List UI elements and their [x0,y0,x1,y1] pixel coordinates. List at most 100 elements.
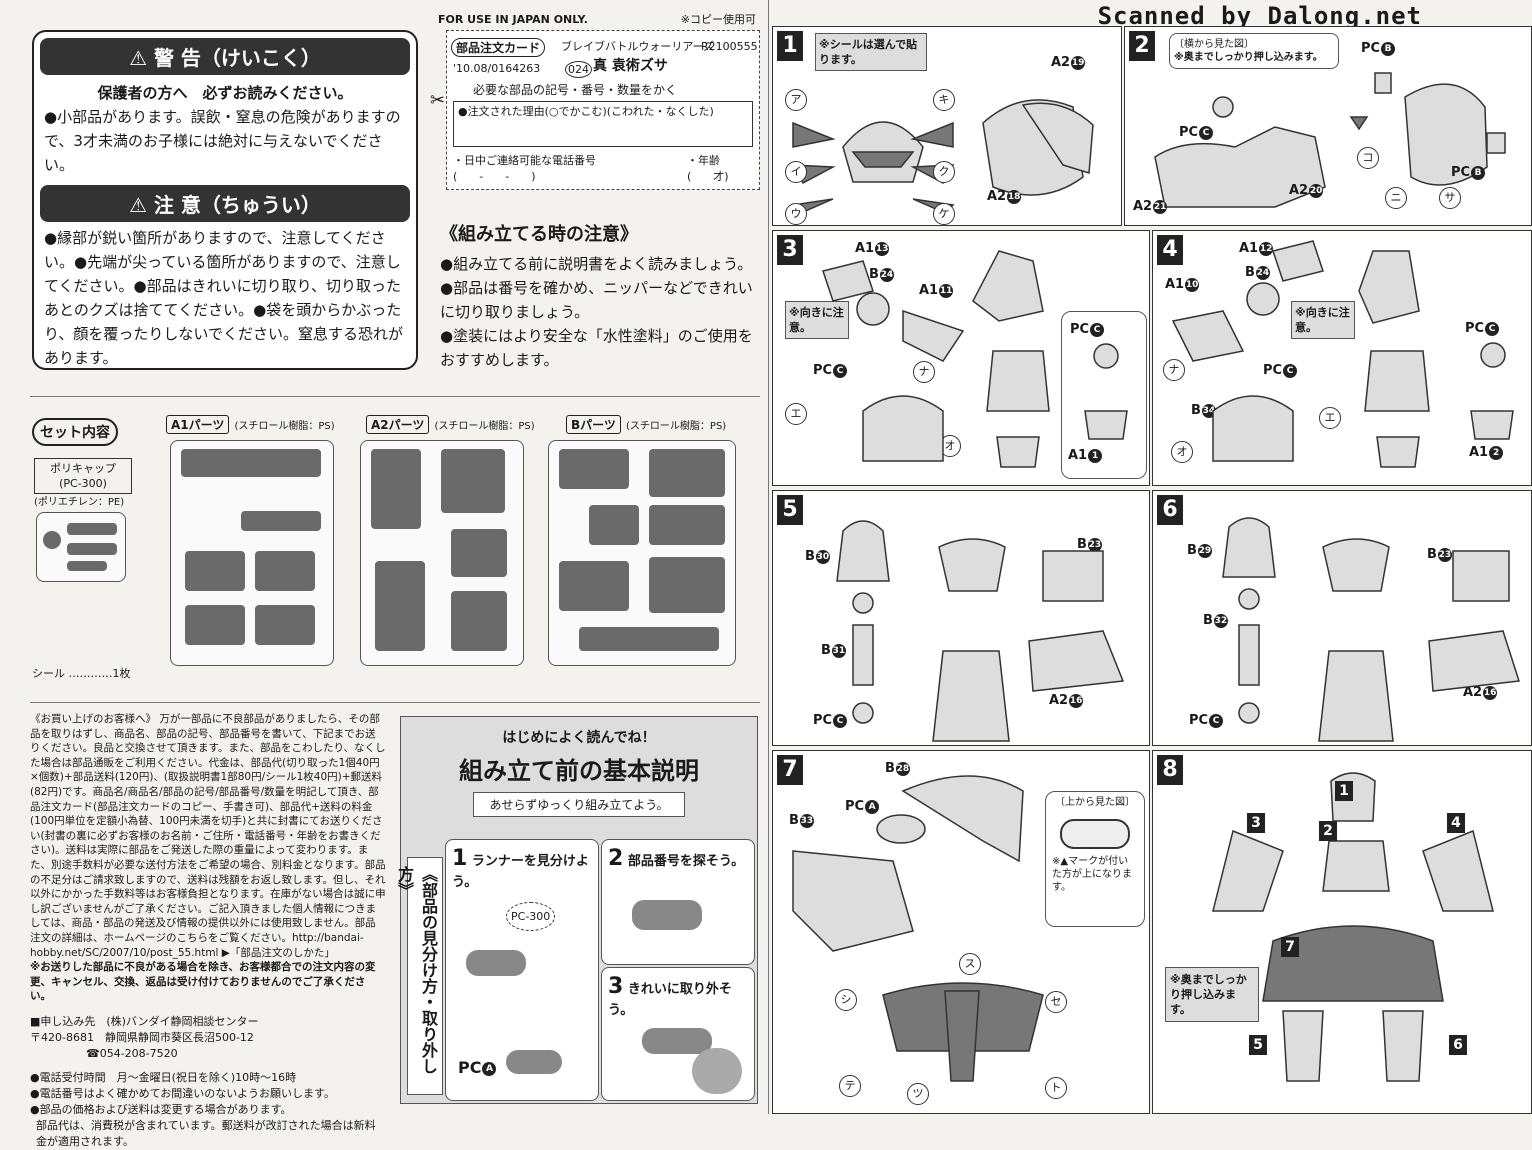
step-4-note: ※向きに注意。 [1291,301,1355,339]
b-label: Bパーツ (スチロール樹脂：PS) [566,414,726,434]
step-8-assembly [1212,772,1494,1082]
basics-pc-label: PC-300 [506,902,556,931]
basics-side: 《部品の見分け方・取り外し方》 [395,857,443,1095]
seal-shi: シ [835,989,857,1011]
assembly-notes-title: 《組み立てる時の注意》 [440,224,638,245]
step-7-body [792,775,1044,1082]
seal-u: ウ [785,203,807,225]
step-8-marker-7: 7 [1281,937,1299,957]
caution-triangle-icon: ⚠ [129,193,154,217]
a2-label: A2パーツ (スチロール樹脂：PS) [366,414,535,434]
seal-ki: キ [933,89,955,111]
warning-triangle-icon: ⚠ [129,46,154,70]
polycap-runner [36,512,126,582]
basics-step-2: 2 部品番号を探そう。 [601,839,755,965]
order-age-format: ( 才) [687,170,729,183]
copy-ok: ※コピー使用可 [680,13,756,26]
step-8-marker-2: 2 [1319,821,1337,841]
seal-e: エ [785,403,807,425]
seal-na-2: ナ [1163,359,1185,381]
seal-ke: ケ [933,203,955,225]
step-8: 8 ※奥までしっかり押し込みます。 1 2 3 4 7 5 6 [1152,750,1532,1114]
step-3-note: ※向きに注意。 [785,301,849,339]
step-7-pc-top-icon [1060,819,1130,849]
basics-step-1-text: ランナーを見分けよう。 [452,854,589,890]
order-phone: ・日中ご連絡可能な電話番号 [453,154,596,167]
product-number: 024 [565,61,592,78]
tax-note: 部品代は、消費税が含まれています。郵送料が改訂された場合は新料金が適用されます。 [36,1118,376,1148]
step-2-view: 〔横から見た図〕 ※奥までしっかり押し込みます。 [1169,33,1339,69]
seal-i: イ [785,161,807,183]
address-zip: 〒420-8681 静岡県静岡市葵区長沼500-12 [30,1030,254,1044]
assembly-note-3: ●塗装にはより安全な「水性塗料」のご使用をおすすめします。 [440,327,753,369]
polycap-label: ポリキャップ [50,462,116,475]
order-instruction: 必要な部品の記号・番号・数量をかく [473,83,678,97]
step-1-helmet [791,99,1094,214]
seal-a: ア [785,89,807,111]
seal-se: セ [1045,991,1067,1013]
b-runner [548,440,736,666]
customer-notice-text: 《お買い上げのお客様へ》 万が一部品に不良部品がありましたら、その部品を取りはず… [30,713,386,959]
basics-panel: はじめによく読んでね！ 組み立て前の基本説明 あせらずゆっくり組み立てよう。 《… [395,716,758,1104]
polycap-material: (ポリエチレン：PE) [34,497,125,508]
basics-step-2-text: 部品番号を探そう。 [627,854,745,869]
step-7-view-box: 〔上から見た図〕 ※▲マークが付いた方が上になります。 [1045,791,1145,927]
japan-only: FOR USE IN JAPAN ONLY. [438,13,588,26]
warning-body: ●小部品があります。誤飲・窒息の危険がありますので、3才未満のお子様には絶対に与… [44,108,401,174]
polycap-code: (PC-300) [59,477,107,490]
warning-subtitle: 保護者の方へ 必ずお読みください。 [97,84,353,102]
step-3-body [822,250,1128,468]
product-name: 真 袁術ズサ [593,58,668,74]
basics-title: 組み立て前の基本説明 [459,757,699,785]
basics-step-3-text: きれいに取り外そう。 [608,982,732,1018]
seal-o-2: オ [1171,441,1193,463]
seal-te: テ [839,1075,861,1097]
seal-ku: ク [933,161,955,183]
set-contents-label: セット内容 [32,418,118,446]
card-label: 部品注文カード [451,38,546,57]
series: ブレイブバトルウォーリアーズ [561,40,715,53]
step-8-note: ※奥までしっかり押し込みます。 [1165,967,1259,1022]
center-fold [768,0,769,1114]
a2-runner [360,440,524,666]
customer-notice-bold: ※お送りした部品に不良がある場合を除き、お客様都合での注文内容の変更、キャンセル… [30,961,376,1003]
a1-runner [170,440,334,666]
phone-hours: ●電話受付時間 月〜金曜日(祝日を除く)10時〜16時 [30,1070,297,1084]
step-5-body [836,520,1125,742]
warning-box: ⚠ 警 告（けいこく） 保護者の方へ 必ずお読みください。 ●小部品があります。… [32,30,418,370]
left-separator [30,396,760,397]
seal-e-2: エ [1319,407,1341,429]
step-8-marker-4: 4 [1447,813,1465,833]
step-8-marker-5: 5 [1249,1035,1267,1055]
